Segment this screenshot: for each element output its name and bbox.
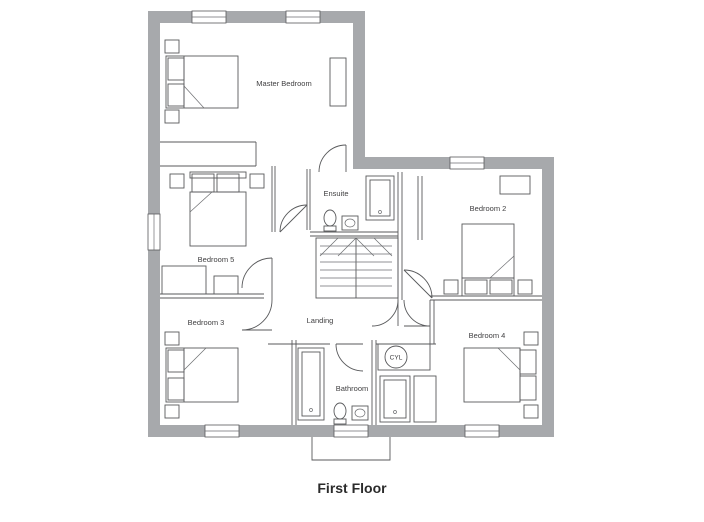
bathroom-fixtures xyxy=(297,343,437,425)
room-label-bedroom-5: Bedroom 5 xyxy=(198,255,235,264)
front-bay xyxy=(311,437,391,461)
bedroom-2-bed xyxy=(443,175,533,297)
room-label-bedroom-4: Bedroom 4 xyxy=(469,331,506,340)
room-label-bedroom-3: Bedroom 3 xyxy=(188,318,225,327)
staircase xyxy=(315,237,399,299)
room-label-bathroom: Bathroom xyxy=(336,384,369,393)
doors xyxy=(241,144,433,372)
room-label-bedroom-2: Bedroom 2 xyxy=(470,204,507,213)
room-label-master-bedroom: Master Bedroom xyxy=(256,79,311,88)
bedroom-3-bed xyxy=(164,331,239,419)
windows xyxy=(147,10,500,438)
floor-title: First Floor xyxy=(317,480,387,496)
cylinder-icon xyxy=(384,345,408,369)
master-bed xyxy=(164,39,347,124)
room-label-ensuite: Ensuite xyxy=(323,189,348,198)
bedroom-5-bed xyxy=(161,171,265,295)
floor-plan: Master Bedroom Ensuite Bedroom 2 Bedroom… xyxy=(147,10,554,461)
bedroom-4-bed xyxy=(463,331,539,419)
room-label-landing: Landing xyxy=(307,316,334,325)
ensuite-fixtures xyxy=(323,175,395,232)
cylinder-label: CYL xyxy=(390,355,403,362)
